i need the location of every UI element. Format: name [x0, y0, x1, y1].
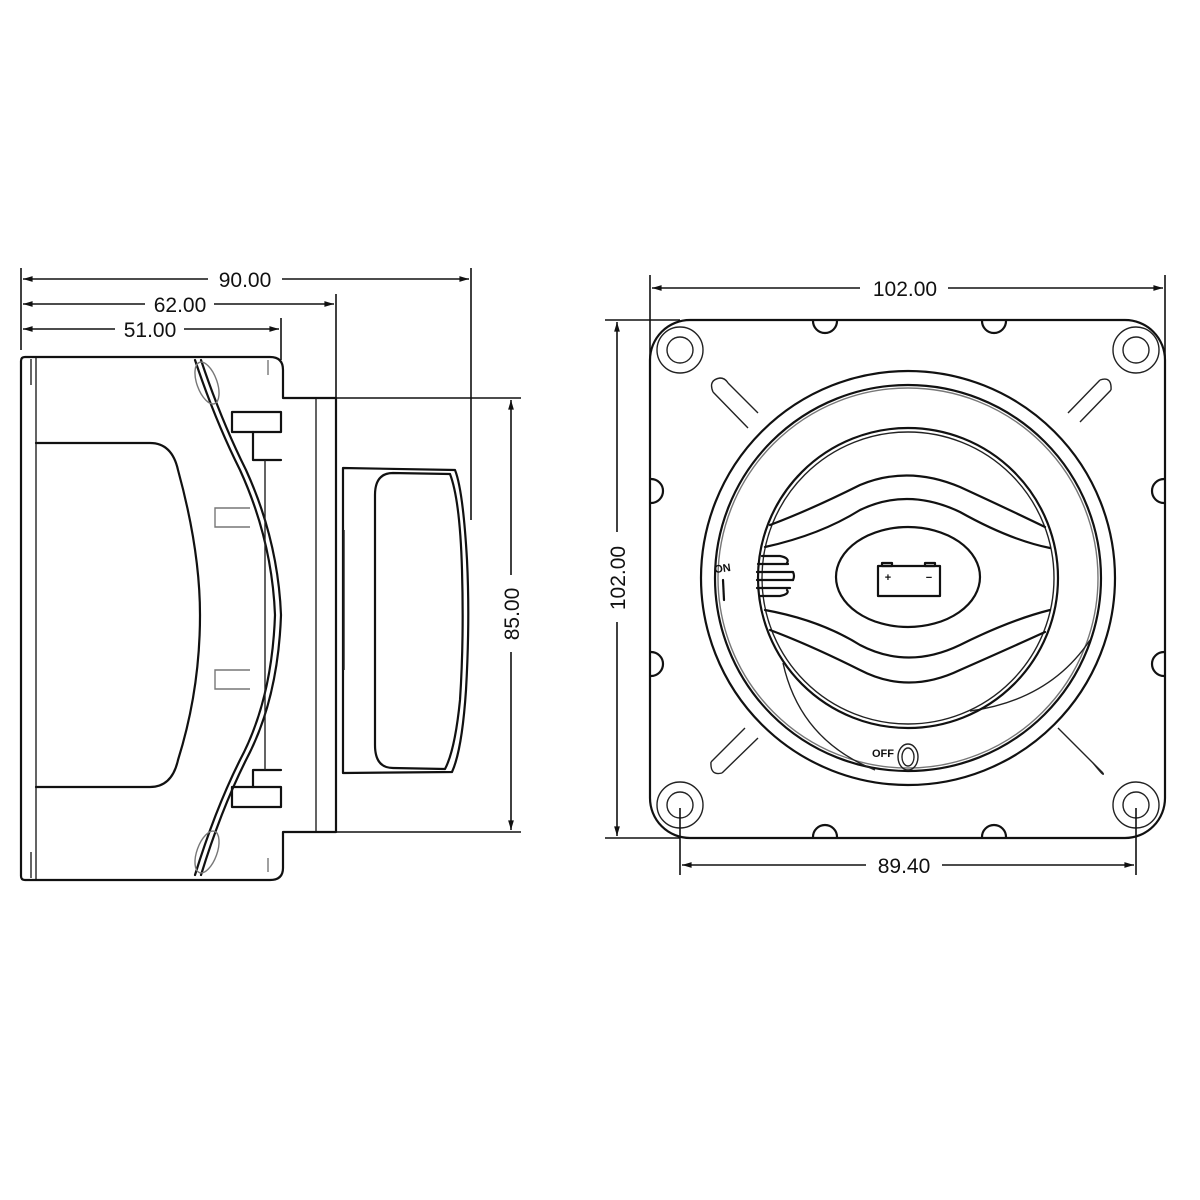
dim-body-depth: 51.00 [22, 319, 279, 342]
side-view: 90.00 62.00 51.00 [19, 268, 524, 882]
dim-102-height-label: 102.00 [607, 546, 630, 610]
dim-51-label: 51.00 [124, 319, 177, 342]
dim-102-width-label: 102.00 [873, 278, 937, 301]
dim-to-knob-base: 62.00 [22, 294, 334, 317]
dim-hole-spacing: 89.40 [681, 855, 1134, 878]
dim-62-label: 62.00 [154, 294, 207, 317]
battery-plus: + [885, 572, 891, 584]
off-label: OFF [872, 748, 894, 760]
on-indicator: ON [714, 562, 732, 602]
dim-89-label: 89.40 [878, 855, 931, 878]
battery-icon: + − [876, 561, 942, 598]
dim-knob-height: 85.00 [501, 400, 524, 831]
dim-height: 102.00 [607, 322, 630, 837]
on-label: ON [714, 562, 732, 576]
dim-85-label: 85.00 [501, 588, 524, 641]
front-view: 102.00 102.00 [605, 275, 1167, 878]
battery-minus: − [926, 572, 932, 584]
dim-overall-depth: 90.00 [22, 269, 469, 292]
dim-90-label: 90.00 [219, 269, 272, 292]
knob-grip-ridges [755, 554, 796, 598]
dim-width: 102.00 [651, 278, 1163, 301]
off-indicator: OFF [872, 743, 919, 771]
